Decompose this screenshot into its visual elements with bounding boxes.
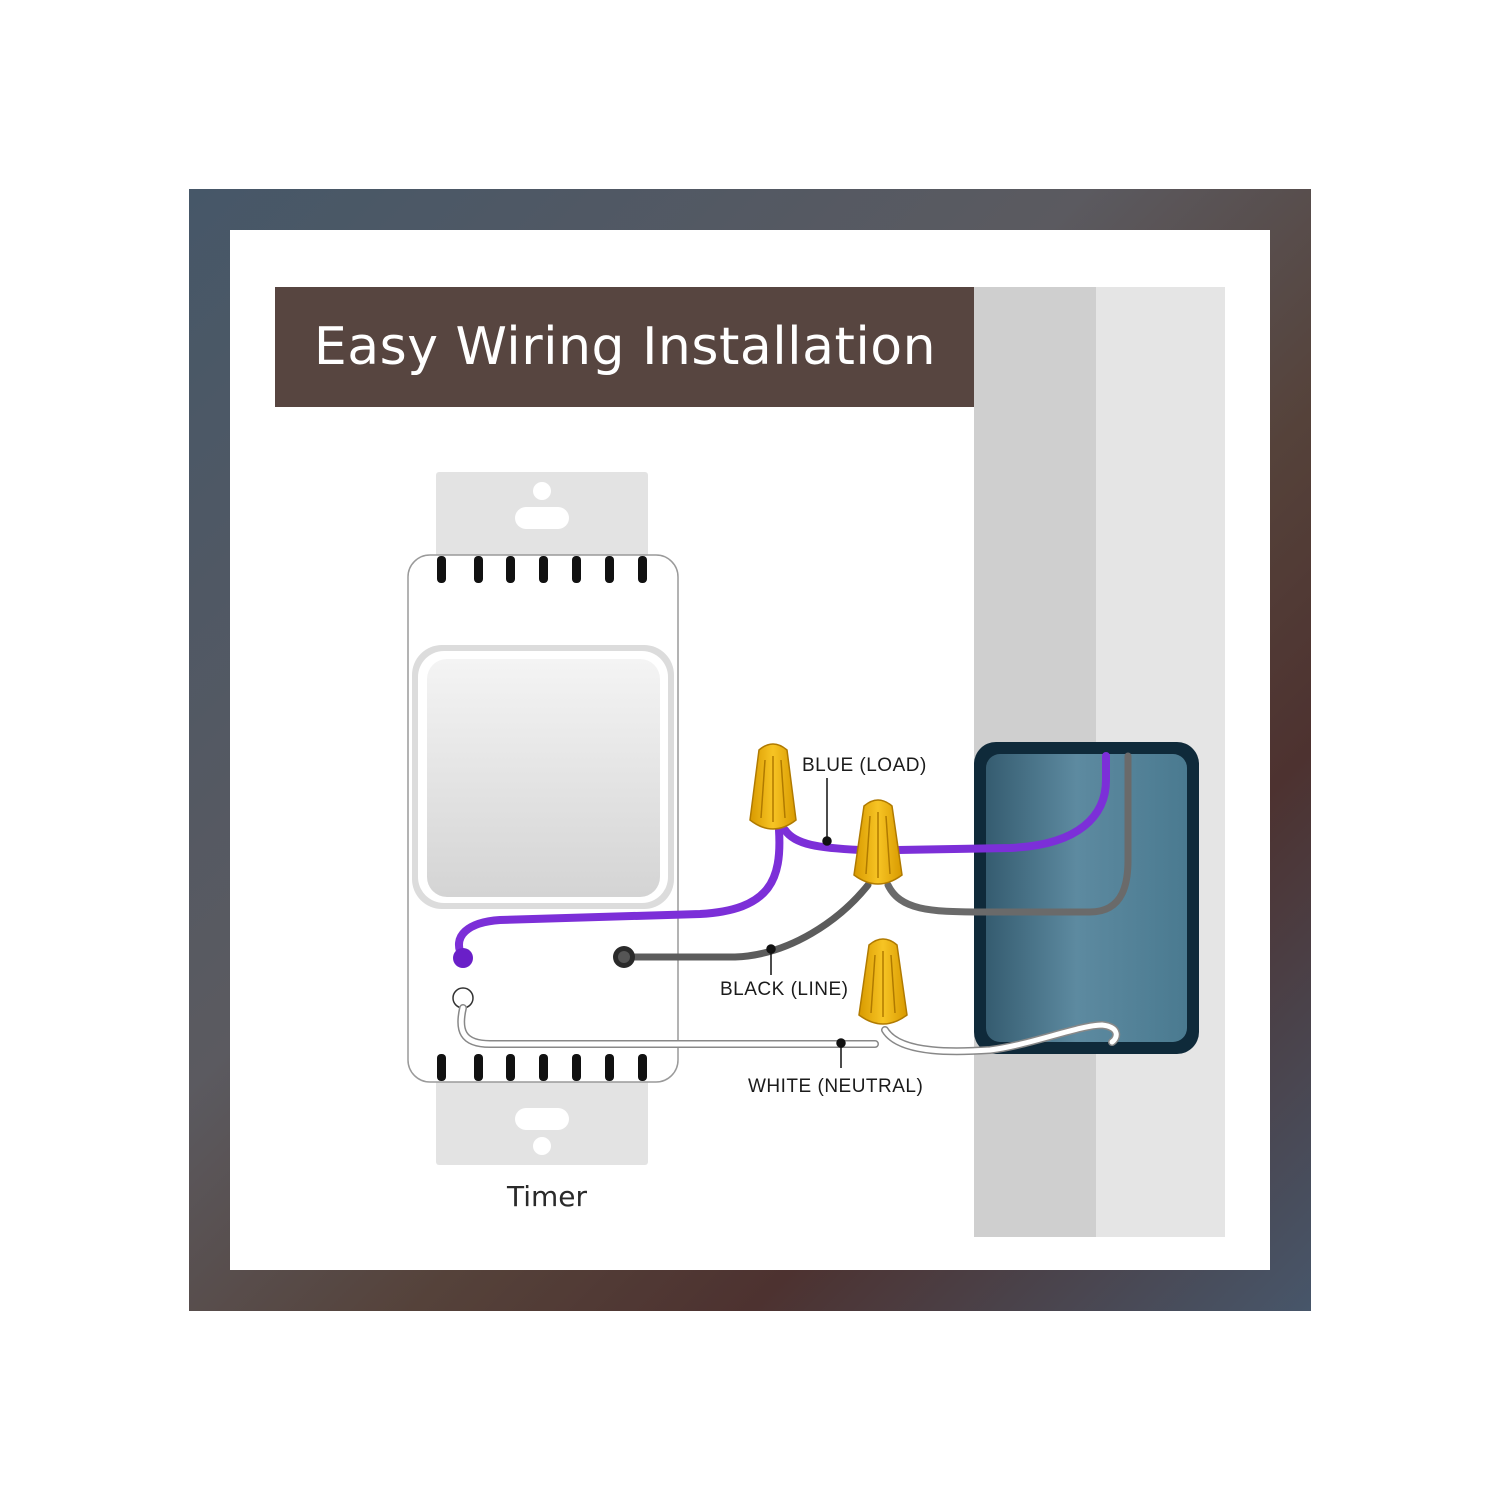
black-line-label: BLACK (LINE) [720,979,848,1000]
timer-button [427,659,660,897]
title-bar: Easy Wiring Installation [275,287,975,407]
wire-nut-load [749,743,797,830]
label-leaders [766,778,846,1068]
wire-nut-line [853,799,903,885]
junction-box [974,742,1199,1054]
wire-nut-neutral [858,938,908,1025]
white-neutral-label: WHITE (NEUTRAL) [748,1076,923,1097]
top-vent-slots [437,556,647,583]
bottom-vent-slots [437,1054,647,1081]
wires [453,752,1132,1056]
timer-switch [407,554,679,1083]
page-title: Easy Wiring Installation [313,317,937,377]
blue-load-label: BLUE (LOAD) [802,755,927,776]
timer-label: Timer [506,1180,588,1213]
